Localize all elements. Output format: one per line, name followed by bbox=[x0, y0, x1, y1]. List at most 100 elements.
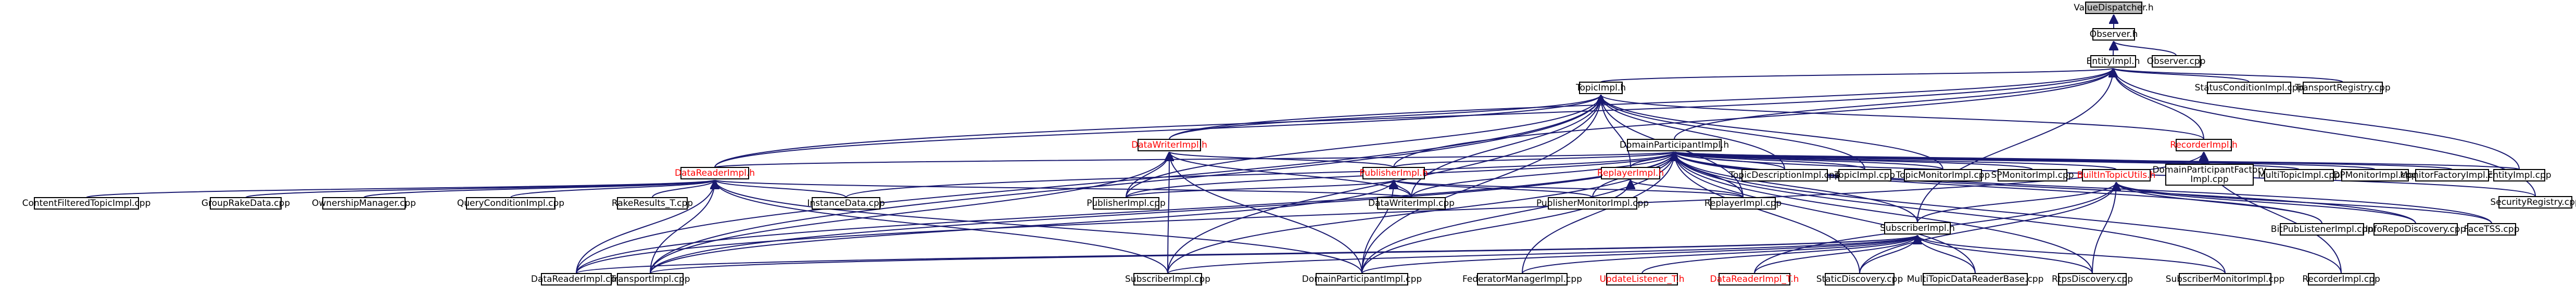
node-label: PublisherMonitorImpl.cpp bbox=[1536, 198, 1649, 209]
node-transportimpl_cpp[interactable]: TransportImpl.cpp bbox=[610, 273, 690, 285]
node-topicimpl_cpp[interactable]: TopicImpl.cpp bbox=[1834, 169, 1895, 181]
node-rakeresults_t_cpp[interactable]: RakeResults_T.cpp bbox=[612, 197, 693, 210]
node-contentfilteredtopicimpl_cpp[interactable]: ContentFilteredTopicImpl.cpp bbox=[22, 197, 151, 210]
node-grouprakedata_cpp[interactable]: GroupRakeData.cpp bbox=[201, 197, 290, 210]
node-label: SubscriberImpl.h bbox=[1880, 223, 1955, 233]
node-datawriterimpl_cpp[interactable]: DataWriterImpl.cpp bbox=[1368, 197, 1455, 210]
node-observer_cpp[interactable]: Observer.cpp bbox=[2147, 55, 2206, 68]
node-topicmonitorimpl_cpp[interactable]: TopicMonitorImpl.cpp bbox=[1896, 169, 1990, 181]
node-label: DataReaderImpl.cpp bbox=[531, 274, 622, 284]
node-box bbox=[2058, 273, 2127, 285]
node-publisherimpl_h[interactable]: PublisherImpl.h bbox=[1359, 167, 1428, 179]
edge-statusconditionimpl_cpp-to-entityimpl_h bbox=[2113, 68, 2250, 83]
node-updatelistener_t_h[interactable]: UpdateListener_T.h bbox=[1599, 273, 1685, 285]
node-datareaderimpl_h[interactable]: DataReaderImpl.h bbox=[675, 167, 755, 179]
node-securityregistry_cpp[interactable]: SecurityRegistry.cpp bbox=[2490, 196, 2576, 209]
node-monitorfactoryimpl_cpp[interactable]: MonitorFactoryImpl.cpp bbox=[2400, 169, 2504, 181]
node-box bbox=[2090, 55, 2136, 68]
node-recorderimpl_cpp[interactable]: RecorderImpl.cpp bbox=[2302, 273, 2380, 285]
node-box bbox=[2373, 223, 2458, 236]
node-observer_h[interactable]: Observer.h bbox=[2090, 28, 2138, 41]
edge-facetss_cpp-to-builtintopicutils_h bbox=[2116, 181, 2492, 224]
node-ownershipmanager_cpp[interactable]: OwnershipManager.cpp bbox=[312, 197, 416, 210]
node-entityimpl_cpp[interactable]: EntityImpl.cpp bbox=[2487, 169, 2552, 181]
edge-rtpsdiscovery_cpp-to-subscriberimpl_h bbox=[1917, 235, 2093, 274]
node-box bbox=[2493, 169, 2545, 181]
edge-topicimpl_cpp-to-topicimpl_h bbox=[1601, 95, 1865, 170]
node-box bbox=[466, 197, 555, 210]
node-dpmonitorimpl_cpp[interactable]: DPMonitorImpl.cpp bbox=[2333, 169, 2417, 181]
node-box bbox=[2176, 139, 2232, 151]
node-label: BitPubListenerImpl.cpp bbox=[2271, 224, 2373, 235]
node-box bbox=[34, 197, 139, 210]
edge-domainparticipantimpl_cpp-to-subscriberimpl_h bbox=[1361, 235, 1917, 274]
edge-transportimpl_cpp-to-datawriterimpl_h bbox=[650, 152, 1169, 274]
node-label: SecurityRegistry.cpp bbox=[2490, 197, 2576, 207]
node-label: ContentFilteredTopicImpl.cpp bbox=[22, 198, 151, 209]
node-multitopicdatareaderbase_cpp[interactable]: MultiTopicDataReaderBase.cpp bbox=[1907, 273, 2044, 285]
node-label: InfoRepoDiscovery.cpp bbox=[2366, 224, 2466, 235]
node-box bbox=[680, 167, 749, 179]
node-staticdiscovery_cpp[interactable]: StaticDiscovery.cpp bbox=[1816, 273, 1903, 285]
edge-domainparticipantimpl_cpp-to-topicimpl_h bbox=[1361, 95, 1601, 274]
edge-grouprakedata_cpp-to-datareaderimpl_h bbox=[245, 179, 715, 198]
node-label: EntityImpl.h bbox=[2087, 56, 2140, 67]
node-box bbox=[1093, 197, 1159, 210]
node-label: ReplayerImpl.cpp bbox=[1704, 198, 1782, 209]
edge-subscriberimpl_cpp-to-topicimpl_h bbox=[1167, 95, 1601, 274]
edge-publisherimpl_cpp-to-publisherimpl_h bbox=[1126, 179, 1394, 198]
edge-queryconditionimpl_cpp-to-datareaderimpl_h bbox=[510, 179, 715, 198]
node-box bbox=[812, 197, 880, 210]
edge-datawriterimpl_cpp-to-domainparticipantimpl_h bbox=[1411, 151, 1674, 198]
node-entityimpl_h[interactable]: EntityImpl.h bbox=[2087, 55, 2140, 68]
node-topicimpl_h[interactable]: TopicImpl.h bbox=[1575, 82, 1626, 94]
edge-datawriterimpl_cpp-to-datareaderimpl_h bbox=[715, 179, 1412, 198]
edge-subscriberimpl_cpp-to-datawriterimpl_h bbox=[1168, 152, 1169, 274]
node-label: RecorderImpl.cpp bbox=[2302, 274, 2380, 284]
node-topicdescriptionimpl_cpp[interactable]: TopicDescriptionImpl.cpp bbox=[1729, 169, 1840, 181]
node-box bbox=[1601, 167, 1660, 179]
edge-staticdiscovery_cpp-to-domainparticipantimpl_h bbox=[1674, 152, 1860, 274]
node-box bbox=[1606, 273, 1678, 285]
node-datawriterimpl_h[interactable]: DataWriterImpl.h bbox=[1131, 139, 1207, 151]
edge-datawriterimpl_h-to-topicimpl_h bbox=[1169, 94, 1601, 140]
node-domainparticipantimpl_cpp[interactable]: DomainParticipantImpl.cpp bbox=[1302, 273, 1422, 285]
node-federatormanagerimpl_cpp[interactable]: FederatorManagerImpl.cpp bbox=[1462, 273, 1582, 285]
node-box bbox=[2207, 82, 2291, 94]
node-box bbox=[2152, 55, 2201, 68]
node-subscriberimpl_cpp[interactable]: SubscriberImpl.cpp bbox=[1125, 273, 1210, 285]
node-replayerimpl_h[interactable]: ReplayerImpl.h bbox=[1597, 167, 1664, 179]
node-statusconditionimpl_cpp[interactable]: StatusConditionImpl.cpp bbox=[2195, 82, 2304, 94]
node-publishermonitorimpl_cpp[interactable]: PublisherMonitorImpl.cpp bbox=[1536, 197, 1649, 210]
node-box bbox=[2303, 82, 2383, 94]
node-subscriberimpl_h[interactable]: SubscriberImpl.h bbox=[1880, 222, 1955, 235]
edge-recorderimpl_h-to-entityimpl_h bbox=[2113, 68, 2204, 140]
node-label: DataReaderImpl_T.h bbox=[1710, 274, 1799, 284]
node-recorderimpl_h[interactable]: RecorderImpl.h bbox=[2170, 139, 2238, 151]
node-label: ValueDispatcher.h bbox=[2074, 3, 2153, 13]
node-infoeprediscovery_cpp[interactable]: InfoRepoDiscovery.cpp bbox=[2366, 223, 2466, 236]
node-datareaderimpl_cpp[interactable]: DataReaderImpl.cpp bbox=[531, 273, 622, 285]
node-domainparticipantimpl_h[interactable]: DomainParticipantImpl.h bbox=[1620, 139, 1729, 151]
node-multitopicimpl_cpp[interactable]: MultiTopicImpl.cpp bbox=[2258, 169, 2340, 181]
edge-observer_cpp-to-observer_h bbox=[2114, 41, 2177, 56]
node-box bbox=[2308, 273, 2375, 285]
node-replayerimpl_cpp[interactable]: ReplayerImpl.cpp bbox=[1704, 197, 1782, 210]
node-rtpsdiscovery_cpp[interactable]: RtpsDiscovery.cpp bbox=[2052, 273, 2133, 285]
node-label: TopicDescriptionImpl.cpp bbox=[1729, 170, 1840, 180]
edge-subscribermonitorimpl_cpp-to-domainparticipantimpl_h bbox=[1674, 152, 2226, 274]
node-spmonitorimpl_cpp[interactable]: SPMonitorImpl.cpp bbox=[1991, 169, 2074, 181]
node-bitpublistenerimpl_cpp[interactable]: BitPubListenerImpl.cpp bbox=[2271, 223, 2373, 236]
node-label: TransportImpl.cpp bbox=[610, 274, 690, 284]
node-builtintopicutils_h[interactable]: BuiltInTopicUtils.h bbox=[2077, 169, 2156, 181]
node-transportregistry_cpp[interactable]: TransportRegistry.cpp bbox=[2294, 82, 2391, 94]
node-box bbox=[1719, 273, 1790, 285]
node-datareaderimpl_t_h[interactable]: DataReaderImpl_T.h bbox=[1710, 273, 1799, 285]
node-facetss_cpp[interactable]: FaceTSS.cpp bbox=[2464, 223, 2520, 236]
node-label: PublisherImpl.cpp bbox=[1087, 198, 1165, 209]
node-queryconditionimpl_cpp[interactable]: QueryConditionImpl.cpp bbox=[457, 197, 564, 210]
node-instancedata_cpp[interactable]: InstanceData.cpp bbox=[807, 197, 885, 210]
node-subscribermonitorimpl_cpp[interactable]: SubscriberMonitorImpl.cpp bbox=[2166, 273, 2285, 285]
node-publisherimpl_cpp[interactable]: PublisherImpl.cpp bbox=[1087, 197, 1166, 210]
